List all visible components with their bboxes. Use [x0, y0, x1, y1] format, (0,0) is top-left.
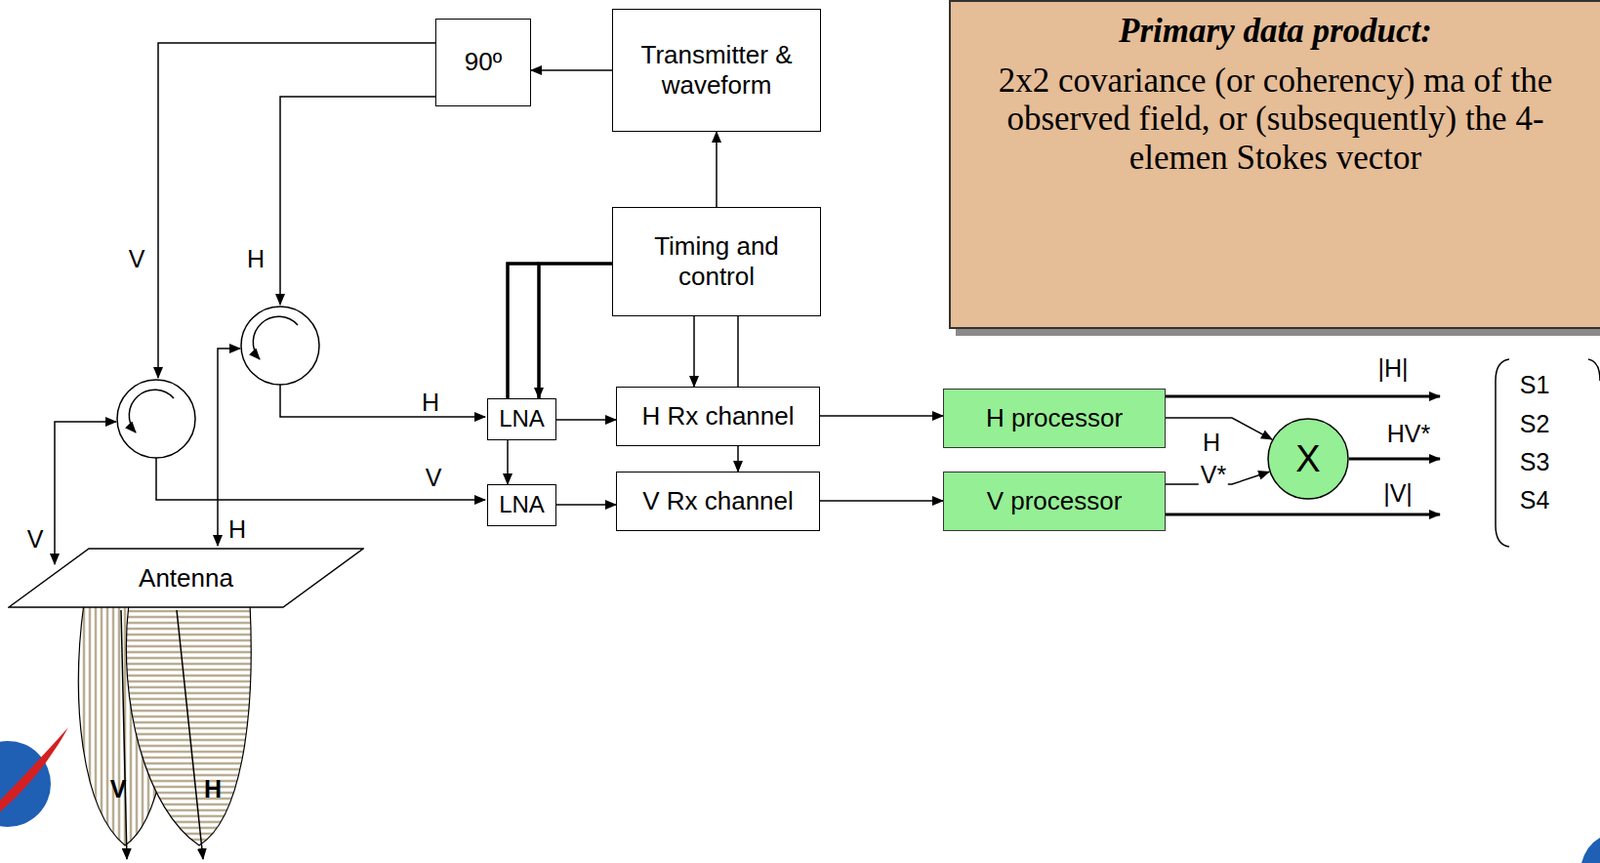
node-label: H processor: [985, 403, 1123, 434]
output-name: HV*: [1387, 421, 1431, 447]
v-rx-wire: [156, 457, 486, 500]
connector: [531, 69, 613, 72]
v-antenna-wire: [54, 421, 117, 565]
signal-name: H: [246, 246, 265, 272]
output-arrow: [1165, 513, 1440, 517]
processor-box: V processor: [943, 471, 1166, 532]
vector-element: S1: [1519, 372, 1551, 398]
timing-box: Timing and control: [612, 206, 821, 317]
node-label: Antenna: [138, 563, 234, 594]
signal-name: V: [425, 465, 443, 491]
node-label: 2x2 covariance (or coherency) ma of the …: [983, 61, 1569, 177]
multiplier-circle: X: [1267, 417, 1350, 500]
vector-element: S4: [1519, 488, 1551, 513]
output-name: |H|: [1377, 356, 1408, 381]
vector-element: S3: [1519, 450, 1551, 475]
circulator: [241, 306, 320, 385]
circulator: [117, 379, 196, 458]
receiver-box: V Rx channel: [615, 471, 821, 532]
node-label: V Rx channel: [642, 486, 794, 517]
node-label: Transmitter & waveform: [618, 40, 815, 101]
node-outline: [1268, 418, 1349, 499]
circulator-arrow: [252, 316, 298, 360]
node-label: LNA: [498, 405, 545, 434]
connector: [693, 316, 696, 387]
signal-name: H: [228, 517, 247, 542]
vector-bracket: [1588, 359, 1600, 381]
connector-label: V*: [1198, 462, 1229, 488]
beam-label: H: [204, 777, 222, 802]
connector: [737, 446, 739, 472]
beam-axis: [176, 610, 204, 860]
connector: [556, 418, 616, 421]
connector: [820, 499, 944, 502]
connector: [538, 263, 613, 399]
node-label: V processor: [986, 486, 1123, 517]
transmitter-box: Transmitter & waveform: [612, 8, 821, 132]
signal-name: V: [27, 527, 44, 552]
node-label: 90º: [464, 46, 502, 78]
signal-name: H: [421, 390, 440, 415]
panel-heading: Primary data product:: [1118, 11, 1433, 50]
node-outline: [8, 548, 364, 608]
beam-label: V: [110, 777, 127, 802]
output-name: |V|: [1383, 481, 1413, 506]
lna-box: LNA: [487, 398, 557, 441]
h-feed-wire: [280, 96, 436, 305]
node-label: Timing and control: [618, 231, 815, 292]
circulator-arrow: [128, 389, 174, 433]
connector: [820, 414, 944, 417]
vector-bracket: [1495, 359, 1510, 547]
output-arrow: [1349, 457, 1440, 461]
logo-swoosh: [0, 727, 69, 821]
signal-name: V: [128, 246, 146, 272]
control-branch: [507, 263, 539, 399]
lna-box: LNA: [487, 484, 557, 527]
connector: [506, 440, 509, 485]
output-arrow: [1165, 395, 1440, 399]
logo: [1581, 837, 1600, 863]
h-rx-wire: [280, 384, 486, 417]
connector-label: H: [1200, 430, 1223, 455]
node-label: X: [1295, 438, 1320, 481]
connector: [556, 503, 616, 506]
receiver-box: H Rx channel: [615, 386, 821, 447]
processor-box: H processor: [943, 388, 1166, 449]
note-panel: Primary data product: 2x2 covariance (or …: [948, 0, 1600, 329]
connector: [715, 131, 718, 207]
antenna-plate: Antenna: [7, 547, 365, 609]
node-label: H Rx channel: [641, 401, 794, 432]
beam-axis: [121, 610, 127, 860]
node-label: LNA: [498, 491, 545, 520]
control-branch: [737, 316, 739, 387]
vector-element: S2: [1519, 411, 1551, 437]
phase-shifter-box: 90º: [435, 18, 532, 107]
